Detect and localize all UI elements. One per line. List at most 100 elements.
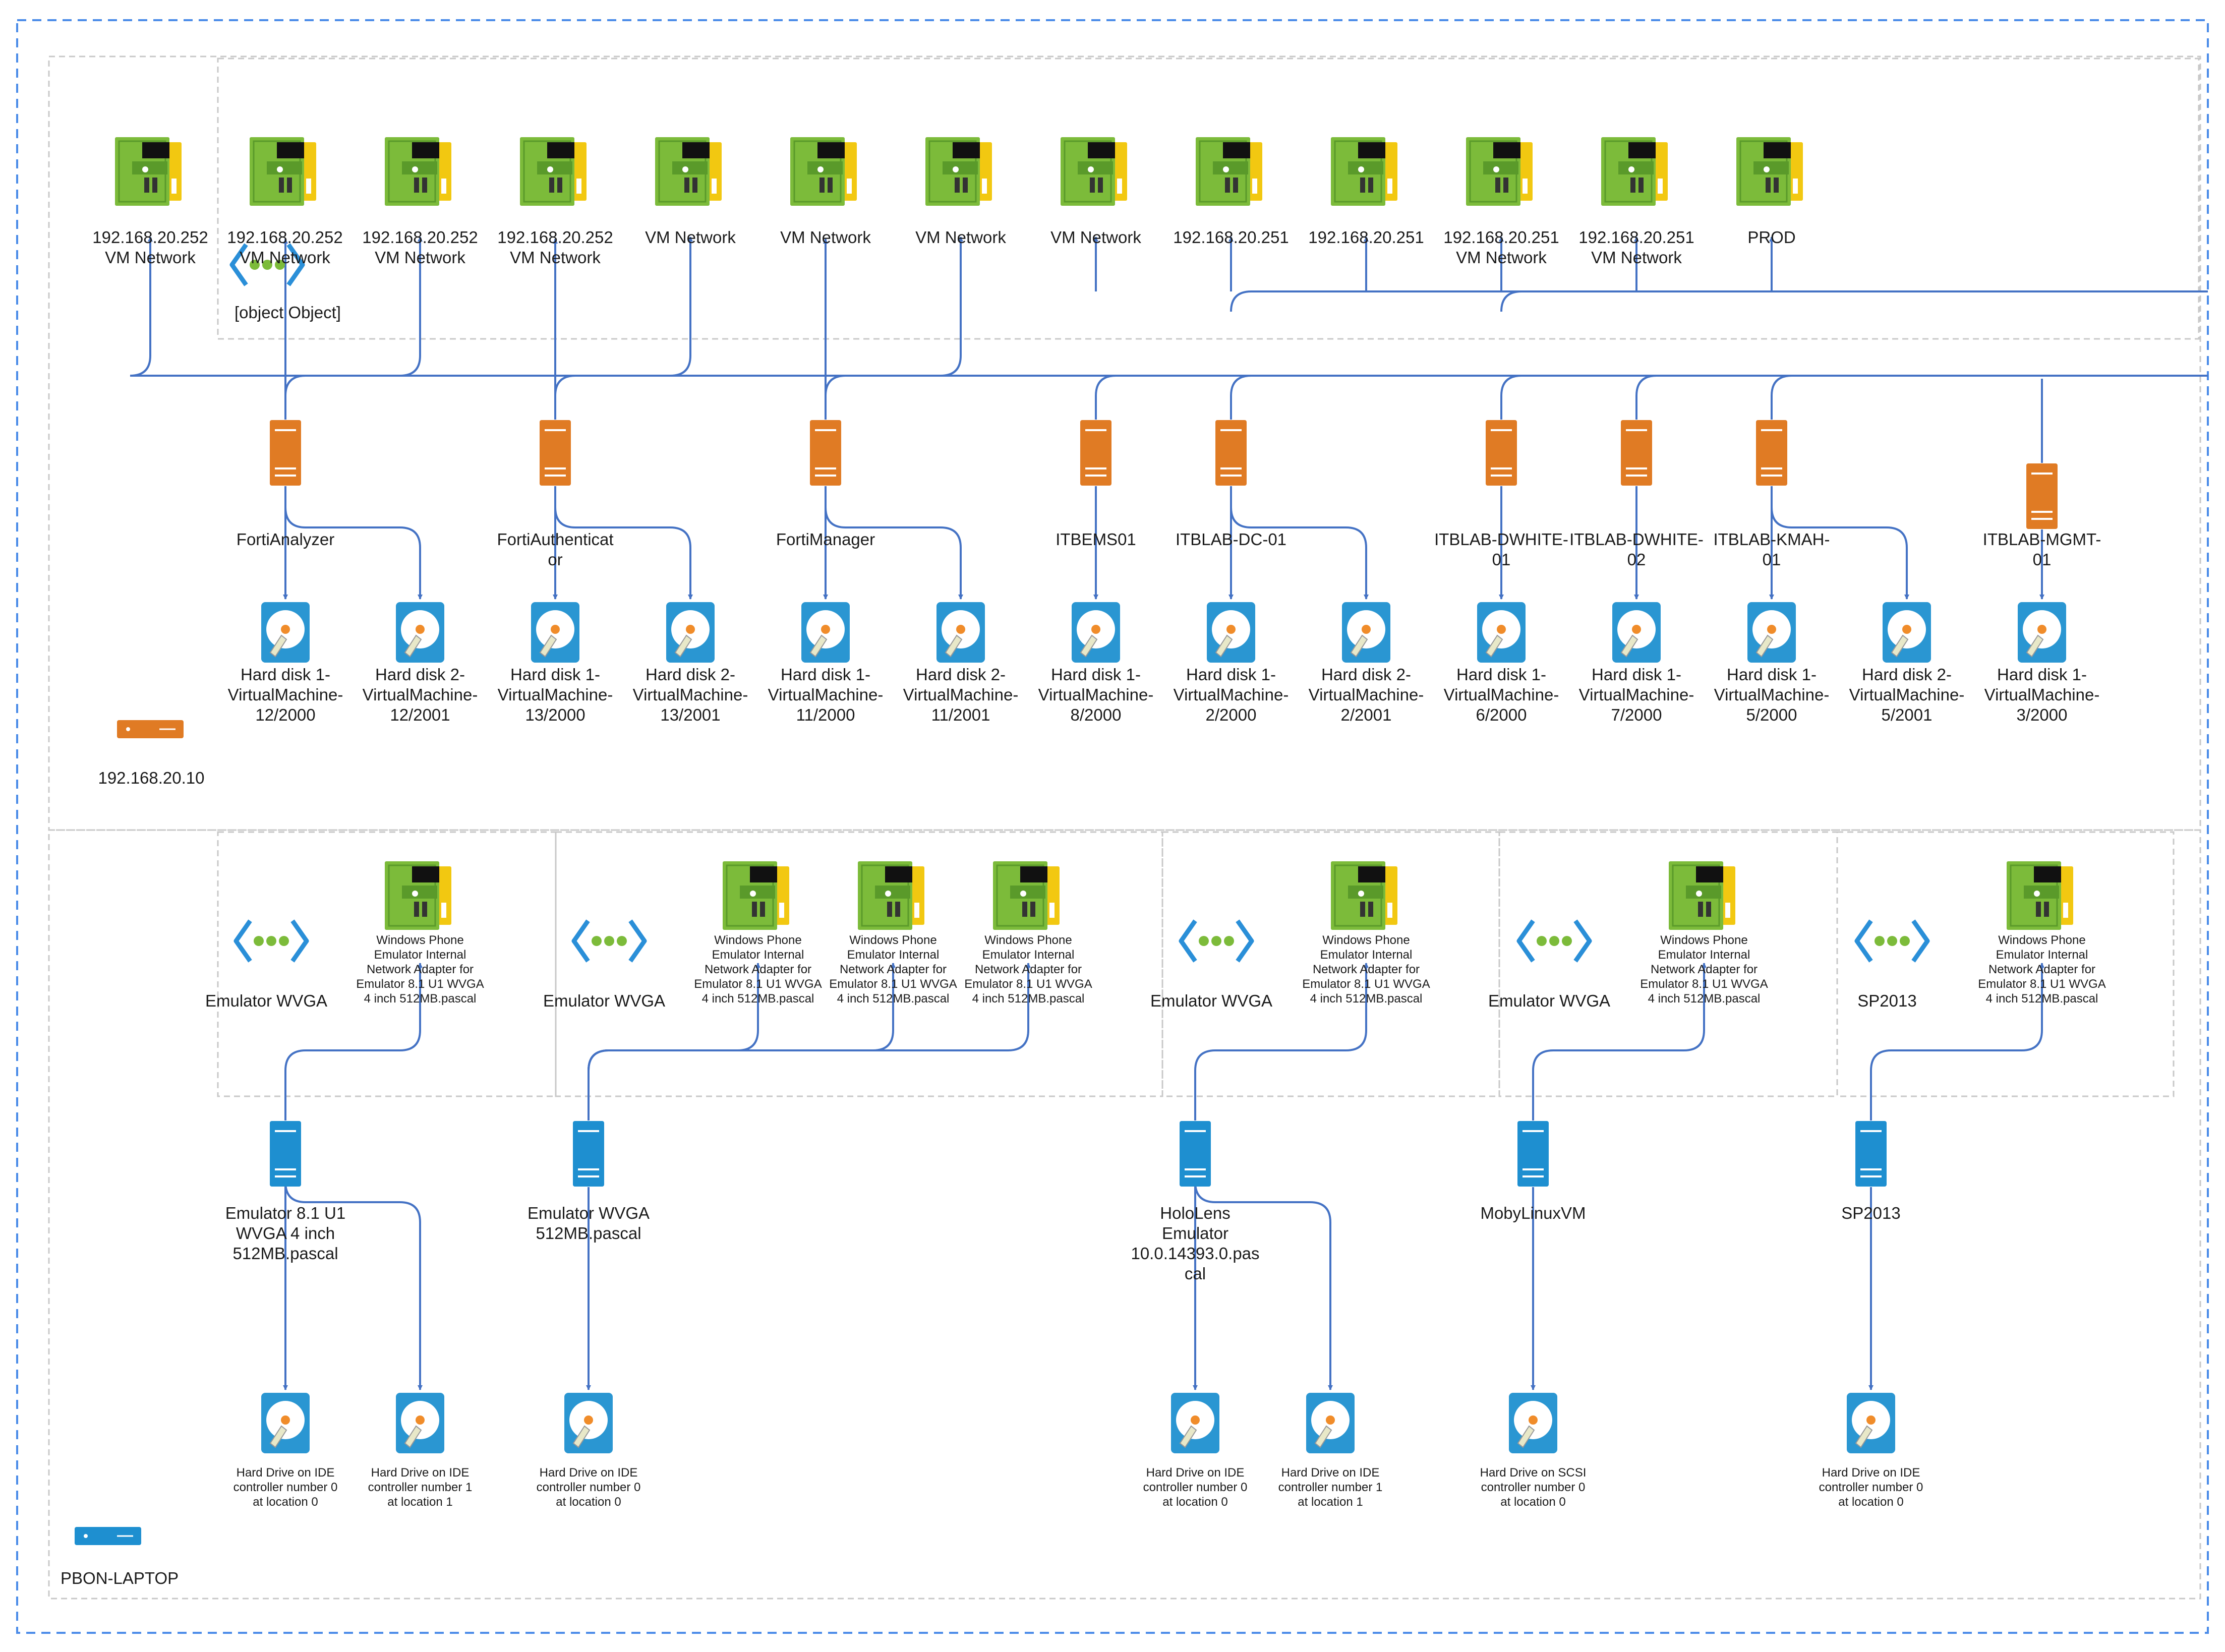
connection-line [554, 486, 693, 600]
disk-label: Hard disk 1- VirtualMachine- 12/2000 [227, 665, 343, 724]
network-adapter-icon [115, 137, 182, 206]
connection-line [1230, 375, 1252, 420]
server-icon [1855, 1121, 1887, 1187]
disk-label: Hard Drive on IDE controller number 0 at… [1819, 1466, 1923, 1509]
switch-label: Emulator WVGA [543, 991, 666, 1010]
connection-line [1500, 375, 1522, 420]
network-adapter-icon [1601, 137, 1668, 206]
network-label: 192.168.20.251 VM Network [1443, 228, 1559, 267]
hard-disk-icon [1477, 602, 1526, 663]
hard-disk-icon [936, 602, 985, 663]
host-icon [117, 720, 184, 738]
vm-label: FortiAuthenticat or [497, 530, 614, 569]
hard-disk-icon [1306, 1393, 1355, 1453]
connection-line [284, 1182, 423, 1390]
network-adapter-icon [1669, 861, 1735, 930]
disk-label: Hard Drive on SCSI controller number 0 a… [1480, 1466, 1587, 1509]
hard-disk-icon [2018, 602, 2066, 663]
disk-label: Hard Drive on IDE controller number 0 at… [536, 1466, 641, 1509]
host-pbon-laptop-group [48, 829, 2201, 1600]
server-icon [1180, 1121, 1211, 1187]
vm-label: ITBLAB-KMAH- 01 [1713, 530, 1830, 569]
adapter-label: Windows Phone Emulator Internal Network … [694, 933, 822, 1006]
adapter-label: Windows Phone Emulator Internal Network … [1640, 933, 1768, 1006]
server-icon [1486, 420, 1517, 486]
host-icon [75, 1527, 141, 1545]
virtual-switch-icon [229, 243, 305, 286]
switch-label: [object Object] [235, 303, 341, 322]
connection-line [284, 963, 423, 1120]
server-icon [1756, 420, 1787, 486]
connection-line [1194, 1182, 1333, 1390]
hard-disk-icon [1342, 602, 1390, 663]
connection-line [130, 237, 306, 420]
disk-label: Hard disk 2- VirtualMachine- 2/2001 [1308, 665, 1424, 724]
network-adapter-icon [2007, 861, 2073, 930]
vm-label: Emulator 8.1 U1 WVGA 4 inch 512MB.pascal [225, 1204, 346, 1263]
network-adapter-icon [250, 137, 316, 206]
network-label: 192.168.20.251 [1308, 228, 1424, 247]
adapter-label: Windows Phone Emulator Internal Network … [964, 933, 1092, 1006]
network-label: 192.168.20.252 VM Network [362, 228, 478, 267]
vm-label: ITBLAB-DWHITE- 02 [1569, 530, 1704, 569]
disk-label: Hard disk 1- VirtualMachine- 8/2000 [1038, 665, 1154, 724]
adapter-label: Windows Phone Emulator Internal Network … [1302, 933, 1430, 1006]
disk-label: Hard disk 1- VirtualMachine- 7/2000 [1578, 665, 1694, 724]
vm-label: ITBEMS01 [1056, 530, 1136, 549]
disk-label: Hard disk 2- VirtualMachine- 13/2001 [632, 665, 748, 724]
connection-line [284, 486, 423, 600]
network-label: 192.168.20.251 [1173, 228, 1289, 247]
virtual-switch-icon [1179, 919, 1254, 963]
vm-label: HoloLens Emulator 10.0.14393.0.pas cal [1131, 1204, 1260, 1283]
connection-line [1230, 486, 1369, 600]
vm-label: SP2013 [1841, 1204, 1901, 1222]
disk-label: Hard disk 2- VirtualMachine- 11/2001 [903, 665, 1019, 724]
network-adapter-icon [993, 861, 1060, 930]
hard-disk-icon [1509, 1393, 1557, 1453]
connection-line [1771, 486, 1909, 600]
disk-label: Hard disk 1- VirtualMachine- 11/2000 [768, 665, 884, 724]
network-label: PROD [1747, 228, 1796, 247]
disk-label: Hard Drive on IDE controller number 1 at… [368, 1466, 473, 1509]
hard-disk-icon [261, 1393, 310, 1453]
network-adapter-icon [858, 861, 924, 930]
adapter-label: Windows Phone Emulator Internal Network … [829, 933, 957, 1006]
connection-line [1500, 290, 2208, 312]
network-label: 192.168.20.252 VM Network [92, 228, 208, 267]
hard-disk-icon [1847, 1393, 1895, 1453]
disk-label: Hard Drive on IDE controller number 0 at… [1143, 1466, 1248, 1509]
server-icon [573, 1121, 604, 1187]
switch-label: Emulator WVGA [205, 991, 328, 1010]
disk-label: Hard disk 2- VirtualMachine- 12/2001 [362, 665, 478, 724]
connection-line [670, 237, 846, 420]
host-label: PBON-LAPTOP [61, 1569, 179, 1587]
vm-label: ITBLAB-DWHITE- 01 [1434, 530, 1568, 569]
hard-disk-icon [531, 602, 579, 663]
vm-label: ITBLAB-MGMT- 01 [1982, 530, 2101, 569]
localhost-switch-group [217, 57, 2200, 340]
server-icon [1080, 420, 1111, 486]
network-label: VM Network [915, 228, 1006, 247]
vm-label: Emulator WVGA 512MB.pascal [527, 1204, 650, 1243]
server-icon [270, 1121, 301, 1187]
virtual-switch-icon [1854, 919, 1930, 963]
network-label: 192.168.20.252 VM Network [227, 228, 343, 267]
disk-label: Hard disk 1- VirtualMachine- 6/2000 [1443, 665, 1559, 724]
hard-disk-icon [1883, 602, 1931, 663]
network-adapter-icon [723, 861, 789, 930]
vm-label: FortiAnalyzer [236, 530, 335, 549]
vm-label: MobyLinuxVM [1480, 1204, 1586, 1222]
connection-line [1532, 963, 1707, 1120]
connection-line [1870, 963, 2044, 1120]
virtual-switch-icon [233, 919, 309, 963]
outer-boundary [16, 19, 2209, 1634]
network-adapter-icon [1331, 861, 1397, 930]
server-icon [1621, 420, 1652, 486]
hard-disk-icon [801, 602, 850, 663]
connection-line [1771, 375, 1792, 420]
vm-label: FortiManager [776, 530, 875, 549]
server-icon [270, 420, 301, 486]
disk-label: Hard Drive on IDE controller number 0 at… [233, 1466, 338, 1509]
network-adapter-icon [1331, 137, 1397, 206]
